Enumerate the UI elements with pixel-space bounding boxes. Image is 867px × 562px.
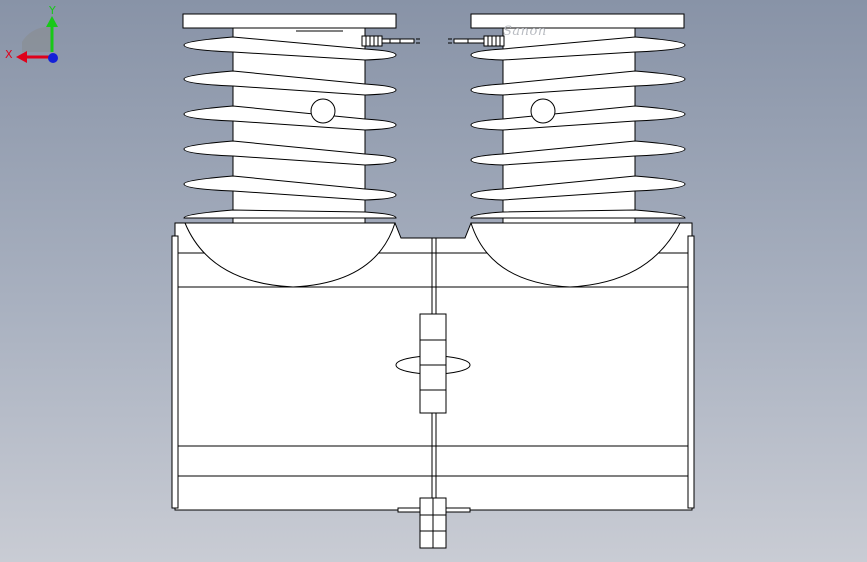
latch-plate[interactable] xyxy=(419,313,447,414)
right-insulator[interactable] xyxy=(448,13,686,225)
right-bushing-dome xyxy=(470,222,681,288)
bottom-foot[interactable] xyxy=(397,497,471,549)
tank-right-lip xyxy=(687,235,695,509)
right-terminal-bolt[interactable] xyxy=(448,35,505,47)
right-insulator-sheds xyxy=(470,36,686,219)
watermark-text: Sanon xyxy=(503,24,547,39)
right-insulator-port[interactable] xyxy=(530,98,556,124)
left-bushing-dome xyxy=(184,222,396,288)
left-insulator-sheds xyxy=(183,36,397,219)
left-insulator-port[interactable] xyxy=(310,98,336,124)
y-axis-label: Y xyxy=(48,4,56,17)
left-insulator[interactable] xyxy=(182,13,420,225)
triad-plane xyxy=(22,27,52,52)
left-terminal-bolt[interactable] xyxy=(361,35,420,47)
x-axis-arrowhead xyxy=(16,51,27,63)
left-insulator-top-flange[interactable] xyxy=(182,13,397,29)
tank-left-lip xyxy=(171,235,179,509)
x-axis-label: X xyxy=(5,48,13,61)
orientation-triad[interactable]: Y X xyxy=(0,0,70,70)
y-axis-arrowhead xyxy=(46,16,58,27)
z-axis-dot xyxy=(48,53,58,63)
center-latch[interactable] xyxy=(395,313,471,414)
